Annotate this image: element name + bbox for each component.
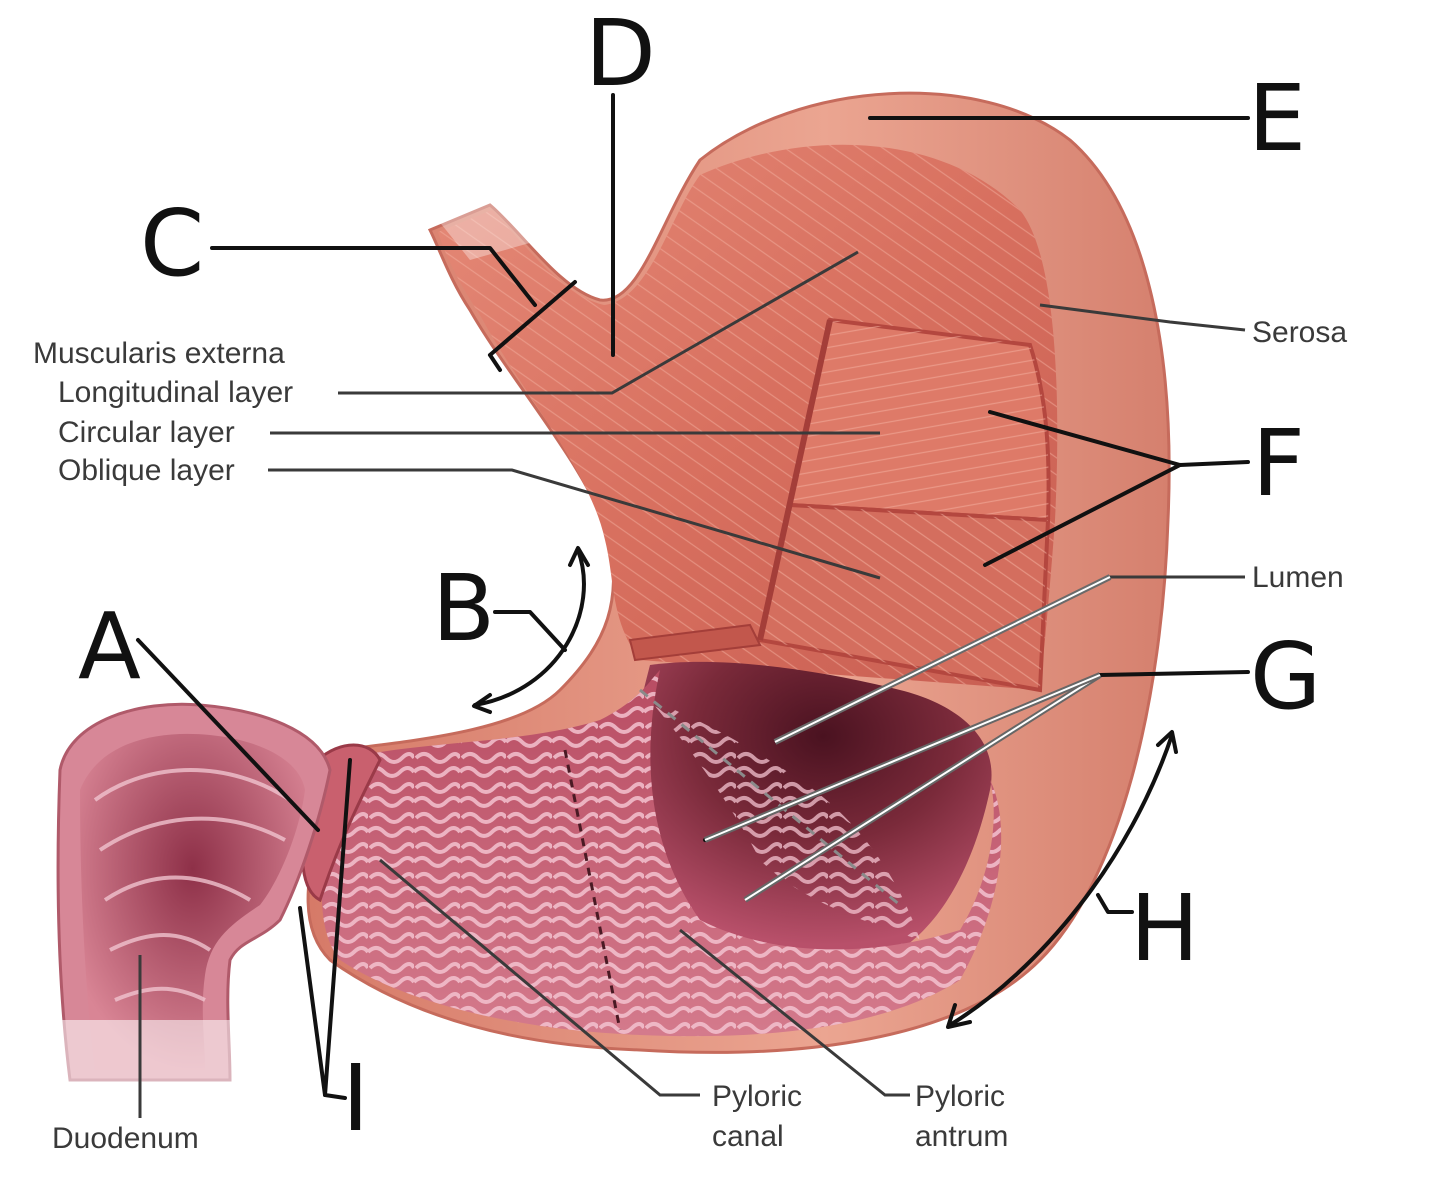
- letter-H: H: [1130, 875, 1199, 982]
- letter-G: G: [1250, 623, 1321, 730]
- hand-annotations: [136, 93, 1250, 1100]
- letter-B: B: [432, 555, 495, 662]
- letter-A: A: [78, 593, 141, 700]
- label-serosa: Serosa: [1252, 316, 1347, 349]
- letter-F: F: [1252, 410, 1305, 517]
- letter-labels: A B C D E F G H I: [78, 0, 1321, 1152]
- label-pyloric-canal-line2: canal: [712, 1120, 784, 1153]
- label-pyloric-canal-line1: Pyloric: [712, 1080, 802, 1113]
- letter-I: I: [342, 1045, 369, 1152]
- letter-E: E: [1248, 65, 1306, 172]
- label-muscularis-externa: Muscularis externa: [33, 337, 285, 370]
- label-longitudinal-layer: Longitudinal layer: [58, 376, 293, 409]
- label-lumen: Lumen: [1252, 561, 1344, 594]
- label-circular-layer: Circular layer: [58, 416, 235, 449]
- label-pyloric-antrum-line1: Pyloric: [915, 1080, 1005, 1113]
- stomach-illustration: [40, 91, 1171, 1100]
- label-duodenum: Duodenum: [52, 1122, 199, 1155]
- label-pyloric-antrum-line2: antrum: [915, 1120, 1008, 1153]
- letter-C: C: [140, 190, 204, 297]
- leader-lines: [138, 250, 1246, 1118]
- label-oblique-layer: Oblique layer: [58, 454, 235, 487]
- letter-D: D: [585, 0, 656, 107]
- typed-labels: Muscularis externa Longitudinal layer Ci…: [33, 316, 1347, 1155]
